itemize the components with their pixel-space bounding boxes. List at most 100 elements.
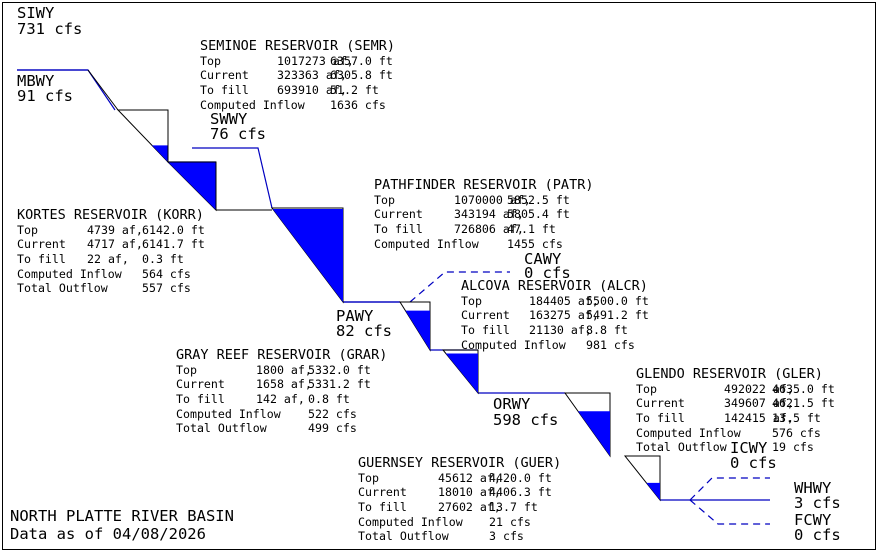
icwy-flow: 0 cfs [730, 454, 777, 472]
semr-row-volume: 1017273 af, [277, 53, 354, 68]
guer-row-label: Top [358, 470, 379, 485]
guer-row: Computed Inflow 21 cfs [358, 514, 561, 532]
guer-water-level [646, 482, 660, 500]
grar-row-value: 0.8 ft [308, 391, 350, 406]
semr-block: SEMINOE RESERVOIR (SEMR)Top 1017273 af,63… [200, 38, 396, 115]
swwy-line [192, 147, 273, 209]
grar-water-level [445, 353, 478, 393]
guer-row-value: 21 cfs [489, 514, 531, 529]
fcwy-name: FCWY [794, 511, 832, 529]
korr-row-value: 6142.0 ft [142, 222, 205, 237]
grar-title: GRAY REEF RESERVOIR (GRAR) [176, 347, 388, 363]
alcr-row-label: Current [461, 308, 510, 323]
gler-row-value: 576 cfs [772, 425, 821, 440]
semr-row-label: Top [200, 53, 221, 68]
gler-row: Top 492022 af,4635.0 ft [636, 381, 835, 399]
gler-row-label: To fill [636, 410, 685, 425]
patr-row-label: To fill [374, 221, 423, 236]
guer-row-value: 3 cfs [489, 529, 524, 544]
grar-row-label: To fill [176, 391, 225, 406]
patr-row-label: Current [374, 207, 423, 222]
patr-row-volume: 343194 af, [454, 207, 524, 222]
guer-row-volume: 45612 af, [438, 470, 501, 485]
gler-row: Computed Inflow 576 cfs [636, 425, 823, 443]
gler-row-volume: 142415 af, [724, 410, 794, 425]
gler-row-label: Top [636, 381, 657, 396]
korr-row-label: Current [17, 237, 66, 252]
guer-row-label: Computed Inflow [358, 514, 463, 529]
alcr-row-label: Top [461, 293, 482, 308]
alcr-row-value: 5500.0 ft [586, 293, 649, 308]
grar-row-volume: 1658 af, [256, 377, 312, 392]
orwy-flow: 598 cfs [493, 411, 559, 429]
basin-title: NORTH PLATTE RIVER BASIN [10, 507, 234, 525]
korr-row-value: 6141.7 ft [142, 237, 205, 252]
guer-row: Top 45612 af,4420.0 ft [358, 470, 561, 488]
grar-row-value: 5332.0 ft [308, 362, 371, 377]
semr-row-volume: 323363 af, [277, 68, 347, 83]
gler-row-label: Total Outflow [636, 440, 727, 455]
gler-row-volume: 492022 af, [724, 381, 794, 396]
patr-row-value: 5852.5 ft [507, 192, 570, 207]
data-date: Data as of 04/08/2026 [10, 525, 206, 543]
swwy-flow: 76 cfs [210, 125, 266, 143]
patr-row-label: Top [374, 192, 395, 207]
semr-row-value: 6305.8 ft [330, 68, 393, 83]
patr-row-value: 47.1 ft [507, 221, 556, 236]
grar-row-label: Current [176, 377, 225, 392]
grar-row-value: 5331.2 ft [308, 377, 371, 392]
korr-title: KORTES RESERVOIR (KORR) [17, 207, 204, 223]
swwy-name: SWWY [210, 110, 248, 128]
guer-row-label: Current [358, 485, 407, 500]
mbwy-flow: 91 cfs [17, 87, 73, 105]
cawy-flow: 0 cfs [524, 264, 571, 282]
gler-row-label: Computed Inflow [636, 425, 741, 440]
gler-row-value: 4635.0 ft [772, 381, 835, 396]
patr-title: PATHFINDER RESERVOIR (PATR) [374, 177, 594, 193]
guer-outline [623, 455, 661, 502]
korr-row-label: Computed Inflow [17, 266, 122, 281]
cawy-diversion-line [409, 271, 510, 303]
pawy-flow: 82 cfs [336, 322, 392, 340]
grar-row: Current 1658 af,5331.2 ft [176, 379, 387, 394]
gler-row-value: 13.5 ft [772, 410, 821, 425]
guer-row-label: To fill [358, 499, 407, 514]
semr-title: SEMINOE RESERVOIR (SEMR) [200, 38, 396, 54]
cawy-name: CAWY [524, 250, 562, 268]
patr-row-value: 1455 cfs [507, 236, 563, 251]
korr-row-label: To fill [17, 251, 66, 266]
guer-row-value: 4406.3 ft [489, 485, 552, 500]
icwy-diversion-line [689, 477, 770, 501]
alcr-row-label: Computed Inflow [461, 337, 566, 352]
fcwy-diversion-line [689, 499, 770, 525]
alcr-row-volume: 21130 af, [529, 322, 592, 337]
alcr-row-value: 8.8 ft [586, 322, 628, 337]
whwy-flow: 3 cfs [794, 494, 841, 512]
guer-row-volume: 27602 af, [438, 499, 501, 514]
guer-row-value: 4420.0 ft [489, 470, 552, 485]
alcr-row-volume: 163275 af, [529, 308, 599, 323]
korr-row-volume: 4739 af, [87, 222, 143, 237]
